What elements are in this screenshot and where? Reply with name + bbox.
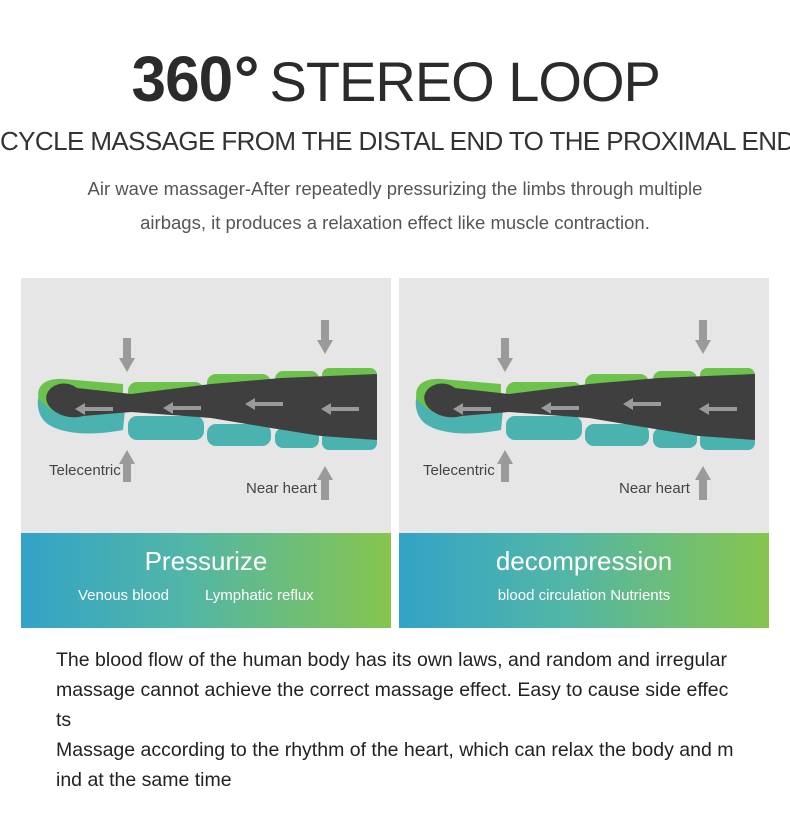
body-paragraph: The blood flow of the human body has its… [56,645,756,795]
flow-arrow-icon [453,403,491,415]
arrow-down-icon [497,338,513,372]
pressurize-panel: Telecentric Near heart Pressurize Venous… [21,278,391,628]
flow-arrow-icon [245,398,283,410]
description-line-2: airbags, it produces a relaxation effect… [140,212,650,233]
flow-arrow-icon [75,403,113,415]
page-title: 360 ° STEREO LOOP [0,42,790,116]
title-degree: ° [233,43,260,115]
flow-arrow-icon [321,403,359,415]
banner-title: decompression [495,546,673,576]
body-line-1: The blood flow of the human body has its… [56,649,727,671]
banner-sub-circulation: blood circulation Nutrients [497,587,671,604]
arrow-down-icon [317,320,333,354]
flow-arrow-icon [623,398,661,410]
pressure-arrows [497,320,711,500]
subtitle: CYCLE MASSAGE FROM THE DISTAL END TO THE… [0,126,790,156]
title-number: 360 [131,43,234,115]
flow-arrow-icon [163,402,201,414]
near-heart-label: Near heart [619,480,690,497]
flow-arrows [75,398,359,415]
flow-arrow-icon [541,402,579,414]
near-heart-label: Near heart [246,480,317,497]
arrow-down-icon [119,338,135,372]
flow-arrows [453,398,737,415]
banner-sub-lymphatic: Lymphatic reflux [205,587,314,604]
body-line-3: ts [56,709,72,731]
arrow-down-icon [695,320,711,354]
leg-silhouette [46,374,377,440]
body-line-4: Massage according to the rhythm of the h… [56,739,734,761]
arrow-up-icon [317,466,333,500]
pressure-arrows [119,320,333,500]
banner-sub-venous: Venous blood [78,587,169,604]
leg-airbag-illustration [37,320,377,500]
decompression-banner: decompression blood circulation Nutrient… [399,533,769,628]
telecentric-label: Telecentric [423,462,495,479]
leg-airbag-illustration [415,320,755,500]
body-line-5: ind at the same time [56,769,232,791]
arrow-up-icon [695,466,711,500]
body-line-2: massage cannot achieve the correct massa… [56,679,729,701]
banner-title: Pressurize [144,546,268,576]
description: Air wave massager-After repeatedly press… [60,172,730,240]
telecentric-label: Telecentric [49,462,121,479]
pressurize-banner: Pressurize Venous blood Lymphatic reflux [21,533,391,628]
decompression-panel: Telecentric Near heart decompression blo… [399,278,769,628]
description-line-1: Air wave massager-After repeatedly press… [87,178,703,199]
flow-arrow-icon [699,403,737,415]
leg-silhouette [424,374,755,440]
arrow-up-icon [497,450,513,482]
arrow-up-icon [119,450,135,482]
title-text: STEREO LOOP [269,50,660,113]
